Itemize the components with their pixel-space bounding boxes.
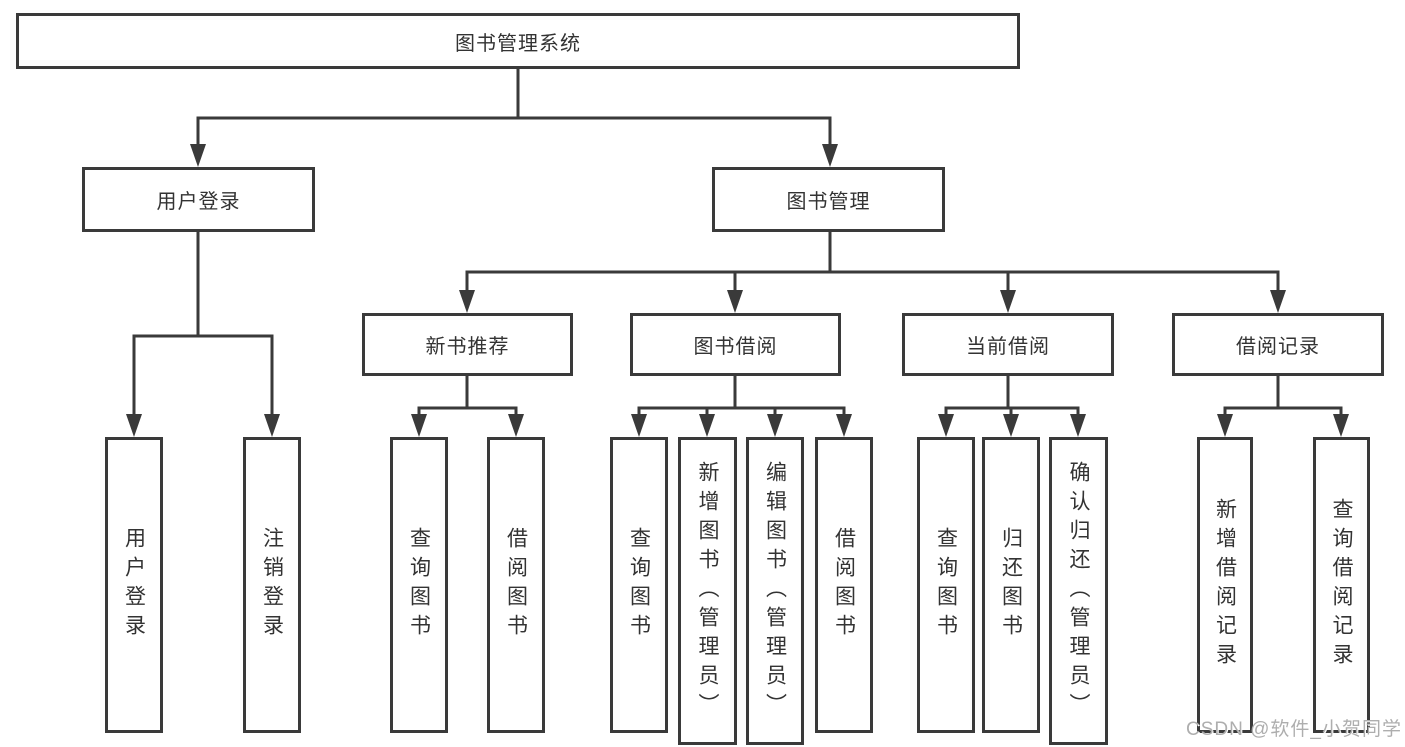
node-root-label: 图书管理系统 [455,32,581,55]
leaf-borrow-add-admin-label: 新增图书（管理员） [696,460,719,722]
leaf-current-return: 归还图书 [982,437,1040,733]
leaf-current-confirm-admin-label: 确认归还（管理员） [1067,460,1090,722]
leaf-current-return-label: 归还图书 [999,527,1023,643]
leaf-logout: 注销登录 [243,437,301,733]
leaf-records-query-label: 查询借阅记录 [1330,498,1353,672]
leaf-borrow-borrow: 借阅图书 [815,437,873,733]
leaf-current-confirm-admin: 确认归还（管理员） [1049,437,1108,745]
leaf-logout-label: 注销登录 [260,527,284,643]
leaf-user-login-label: 用户登录 [122,527,146,643]
leaf-user-login: 用户登录 [105,437,163,733]
node-book-borrow-label: 图书借阅 [693,336,778,358]
leaf-borrow-query: 查询图书 [610,437,668,733]
leaf-borrow-borrow-label: 借阅图书 [832,527,856,643]
leaf-current-query-label: 查询图书 [934,527,958,643]
leaf-records-add: 新增借阅记录 [1197,437,1253,733]
leaf-newbook-query-label: 查询图书 [407,527,431,643]
node-borrow-records: 借阅记录 [1172,313,1384,376]
leaf-newbook-borrow-label: 借阅图书 [504,527,528,643]
node-root: 图书管理系统 [16,13,1020,69]
leaf-newbook-borrow: 借阅图书 [487,437,545,733]
leaf-newbook-query: 查询图书 [390,437,448,733]
leaf-current-query: 查询图书 [917,437,975,733]
node-user-login: 用户登录 [82,167,315,232]
node-new-book-rec-label: 新书推荐 [425,336,510,358]
node-book-borrow: 图书借阅 [630,313,841,376]
node-user-login-label: 用户登录 [156,191,241,213]
node-current-borrow: 当前借阅 [902,313,1114,376]
node-new-book-rec: 新书推荐 [362,313,573,376]
leaf-borrow-edit-admin-label: 编辑图书（管理员） [763,460,787,722]
leaf-borrow-add-admin: 新增图书（管理员） [678,437,737,745]
leaf-borrow-query-label: 查询图书 [627,527,651,643]
node-book-mgmt: 图书管理 [712,167,945,232]
leaf-records-query: 查询借阅记录 [1313,437,1370,733]
csdn-watermark: CSDN @软件_小贺同学 [1186,719,1402,740]
node-current-borrow-label: 当前借阅 [966,336,1050,358]
node-book-mgmt-label: 图书管理 [786,191,871,213]
leaf-borrow-edit-admin: 编辑图书（管理员） [746,437,804,745]
node-borrow-records-label: 借阅记录 [1236,336,1320,358]
arrowheads [126,144,1349,437]
leaf-records-add-label: 新增借阅记录 [1213,498,1237,672]
